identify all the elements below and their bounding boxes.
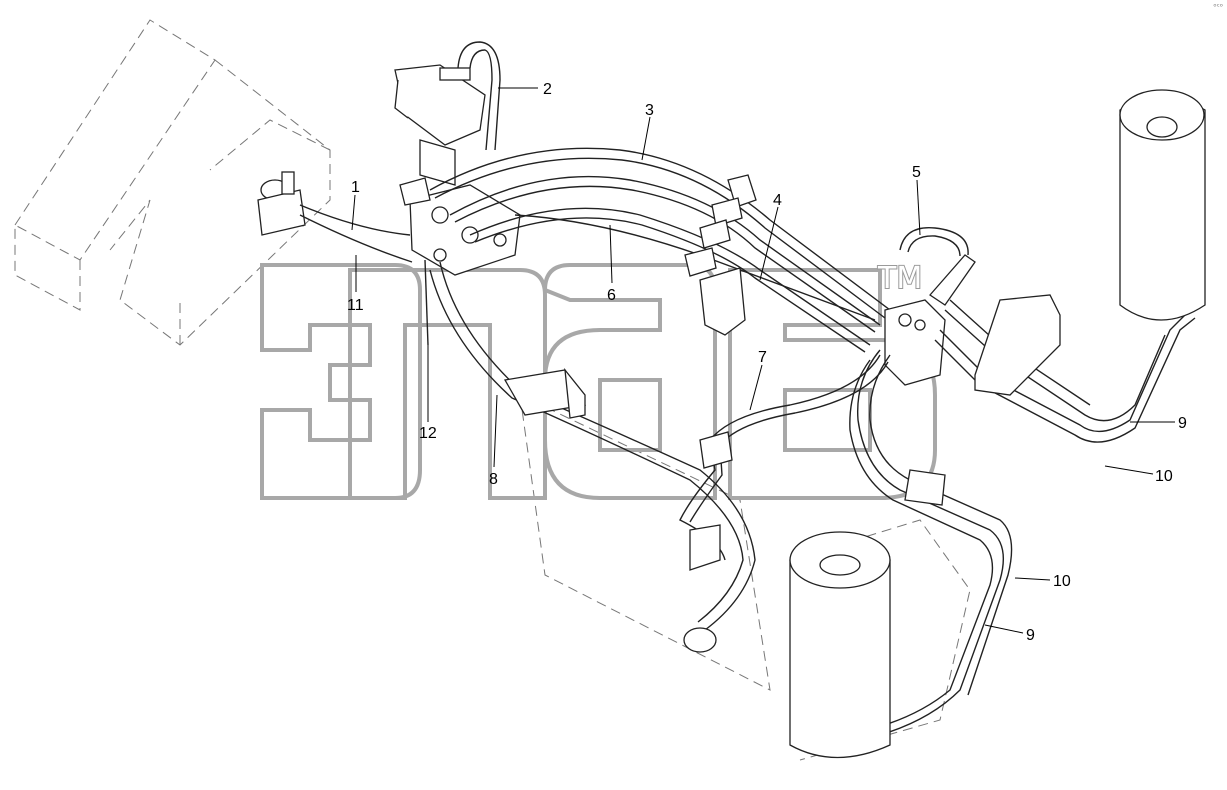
leader-lines (351, 87, 1175, 634)
hose-clamps (684, 174, 757, 336)
air-tank-bottom (789, 531, 891, 759)
rod-12 (424, 259, 429, 346)
corner-mark: ᵒᶜᵒ (1213, 2, 1223, 11)
pump-assembly (394, 41, 501, 186)
callout-labels: 1 2 3 4 5 6 7 8 9 10 11 12 10 9 (347, 81, 1187, 644)
hose-bottom-tank (849, 349, 1013, 746)
callout-2: 2 (543, 81, 552, 98)
callout-4: 4 (773, 192, 782, 209)
callout-12: 12 (419, 425, 437, 442)
hose-right-tank (934, 294, 1196, 443)
callout-8: 8 (489, 471, 498, 488)
callout-9-bottom: 9 (1026, 627, 1035, 644)
callout-6: 6 (607, 287, 616, 304)
valve-8 (503, 367, 587, 419)
control-valve-left (257, 171, 413, 263)
reference-outline-left (14, 19, 331, 346)
distributor-block (884, 226, 976, 386)
watermark-logo: TM (260, 260, 937, 500)
hose-7 (429, 261, 889, 653)
air-tank-right (1119, 89, 1206, 321)
reference-outline-bottom (519, 394, 971, 761)
callout-11: 11 (347, 297, 364, 314)
callout-9-right: 9 (1178, 415, 1187, 432)
trademark-mark: TM (877, 261, 922, 296)
callout-10-bottom: 10 (1053, 573, 1071, 590)
callout-3: 3 (645, 102, 654, 119)
callout-7: 7 (758, 349, 767, 366)
callout-1: 1 (351, 179, 360, 196)
valve-block (399, 177, 521, 276)
callout-5: 5 (912, 164, 921, 181)
callout-10-right: 10 (1155, 468, 1173, 485)
